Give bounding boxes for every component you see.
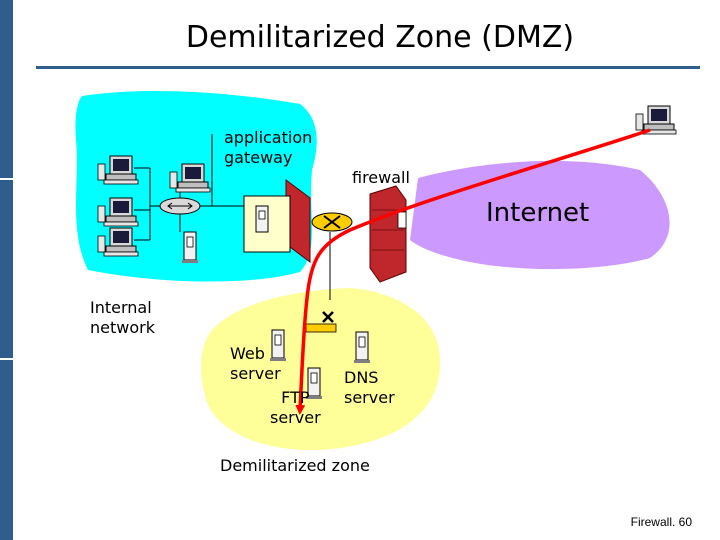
ftp-server-label-line: FTP xyxy=(281,388,310,407)
firewall-icon xyxy=(243,179,311,263)
server-icon xyxy=(181,231,199,264)
ftp-server-label: FTP server xyxy=(270,388,321,428)
application-gateway-label: application gateway xyxy=(224,128,312,168)
firewall-icon xyxy=(369,185,407,283)
application-gateway-label-line: application xyxy=(224,128,313,147)
slide-footer: Firewall. 60 xyxy=(630,515,692,529)
blocked-x-icon xyxy=(322,311,334,323)
internal-network-label-line: Internal xyxy=(90,298,152,317)
web-server-label-line: server xyxy=(230,364,281,383)
internal-network-label: Internal network xyxy=(90,298,155,338)
router-icon xyxy=(305,323,337,333)
web-server-label: Web server xyxy=(230,344,281,384)
dns-server-label-line: server xyxy=(344,388,395,407)
title-underline xyxy=(36,66,700,69)
web-server-label-line: Web xyxy=(230,344,265,363)
slide-accent-bar xyxy=(0,0,13,540)
dns-server-label-line: DNS xyxy=(344,368,379,387)
server-icon xyxy=(353,331,371,364)
pc-workstation-icon xyxy=(635,105,677,135)
router-icon xyxy=(159,197,201,215)
internet-label: Internet xyxy=(486,198,590,228)
dmz-cloud xyxy=(200,288,441,451)
router-icon xyxy=(311,212,353,232)
accent-bar-divider xyxy=(0,358,13,360)
application-gateway-label-line: gateway xyxy=(224,148,293,167)
traffic-path xyxy=(295,128,651,415)
firewall-label: firewall xyxy=(352,168,410,187)
dns-server-label: DNS server xyxy=(344,368,395,408)
demilitarized-zone-label: Demilitarized zone xyxy=(220,456,370,475)
internal-network-label-line: network xyxy=(90,318,155,337)
accent-bar-divider xyxy=(0,178,13,180)
ftp-server-label-line: server xyxy=(270,408,321,427)
internet-cloud xyxy=(410,160,670,270)
slide-title: Demilitarized Zone (DMZ) xyxy=(185,20,575,55)
